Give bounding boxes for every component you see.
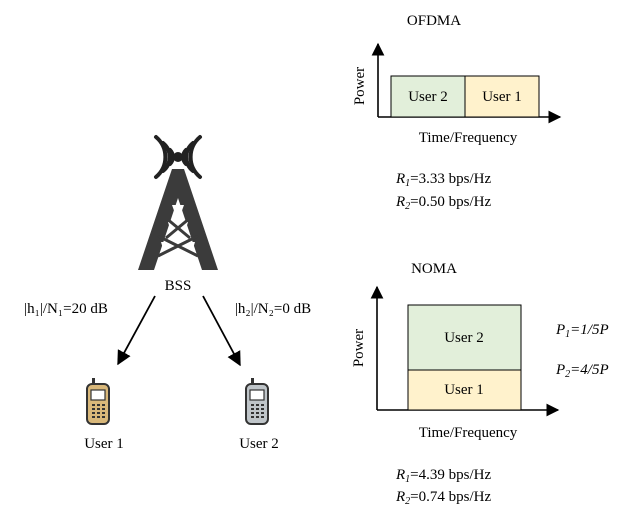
ofdma-block-user1-label: User 1 (482, 89, 522, 105)
ofdma-title: OFDMA (407, 13, 461, 29)
ofdma-y-axis-label: Power (352, 67, 368, 105)
ofdma-rate-1: R1=3.33 bps/Hz (395, 171, 491, 189)
noma-rate-2: R2=0.74 bps/Hz (395, 489, 491, 507)
ofdma-block-user2-label: User 2 (408, 89, 448, 105)
noma-block-user1 (407, 369, 522, 411)
ofdma-x-axis-label: Time/Frequency (419, 130, 518, 146)
noma-title: NOMA (411, 261, 457, 277)
ofdma-block-user1 (464, 75, 540, 118)
noma-power-user1: P2=4/5P (555, 362, 609, 380)
noma-rate-1: R1=4.39 bps/Hz (395, 467, 491, 485)
user1-label: User 1 (84, 436, 124, 452)
noma-block-user2-label: User 2 (444, 330, 484, 346)
link-arrow-user2 (202, 295, 241, 367)
mobile-phone-icon-user2 (245, 378, 269, 425)
link-label-user1: |h₁|/N₁=20 dB (24, 301, 108, 317)
ofdma-block-user2 (390, 75, 466, 118)
noma-block-user1-label: User 1 (444, 382, 484, 398)
noma-x-axis-label: Time/Frequency (419, 425, 518, 441)
user2-label: User 2 (239, 436, 279, 452)
link-arrow-user1 (117, 295, 156, 366)
tower-label: BSS (165, 278, 192, 294)
ofdma-rate-2: R2=0.50 bps/Hz (395, 194, 491, 212)
link-label-user2: |h₂|/N₂=0 dB (235, 301, 311, 317)
noma-power-user2: P1=1/5P (555, 322, 609, 340)
noma-y-axis-label: Power (351, 329, 367, 367)
mobile-phone-icon-user1 (86, 378, 110, 425)
base-station-tower-icon (138, 135, 218, 270)
